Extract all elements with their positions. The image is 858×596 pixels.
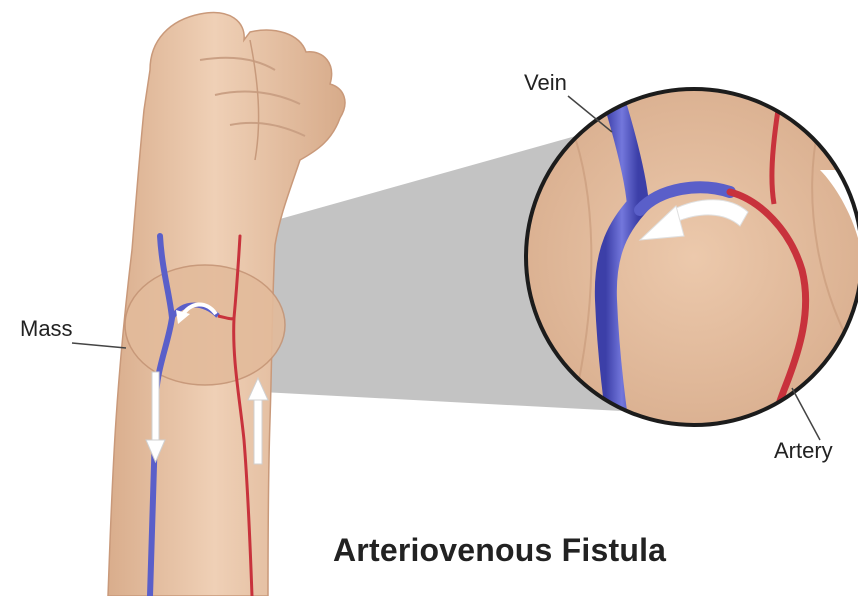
artery-leader-line xyxy=(792,388,820,440)
mass-label: Mass xyxy=(20,318,73,340)
mass-bulge xyxy=(125,265,285,385)
artery-label: Artery xyxy=(774,440,833,462)
vein-label: Vein xyxy=(524,72,567,94)
mass-leader-line xyxy=(72,343,126,348)
diagram-title: Arteriovenous Fistula xyxy=(333,532,666,569)
